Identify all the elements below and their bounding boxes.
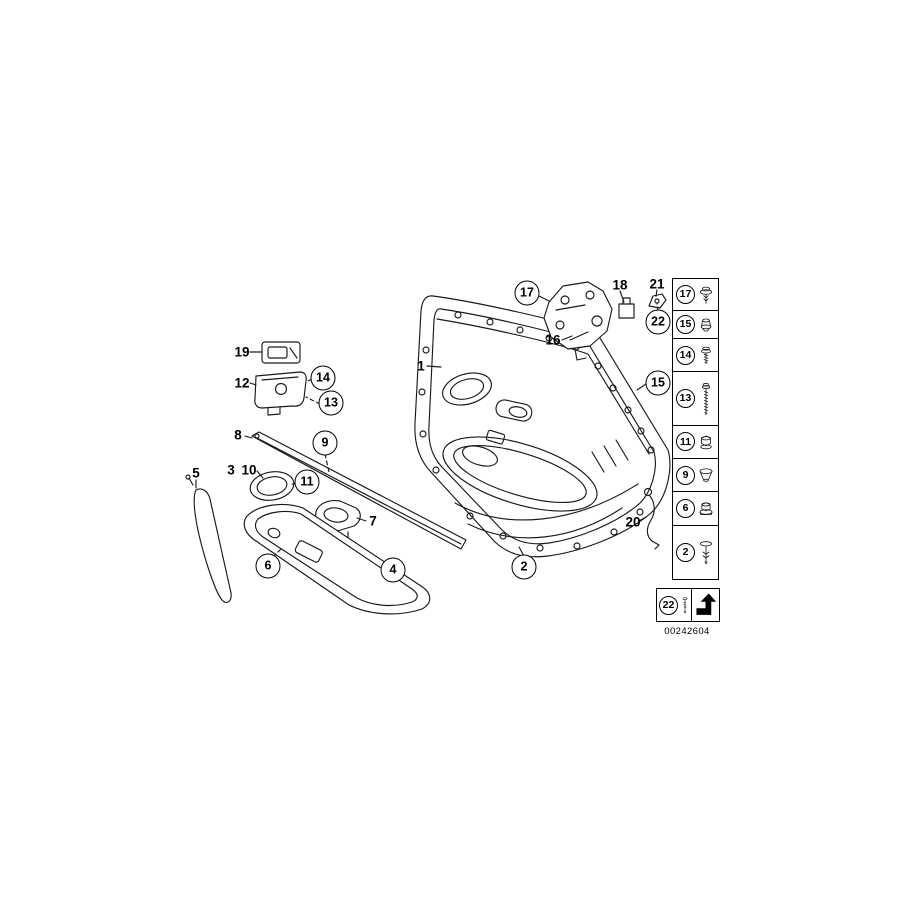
legend-number-13: 13 <box>676 389 695 409</box>
decor-strip <box>251 431 467 550</box>
legend-item-13: 13 <box>672 371 719 427</box>
expanding-rivet-icon <box>699 541 713 565</box>
legend-number-17: 17 <box>676 285 695 304</box>
callout-16: 16 <box>545 332 561 348</box>
callout-10: 10 <box>241 462 257 478</box>
legend-item-14: 14 <box>672 338 719 373</box>
legend-number-11: 11 <box>676 432 695 452</box>
callout-13: 13 <box>318 390 344 416</box>
callout-18: 18 <box>612 277 628 293</box>
grommet-icon <box>700 318 712 332</box>
legend-item-15: 15 <box>672 309 719 340</box>
callout-20: 20 <box>625 514 641 530</box>
callout-1: 1 <box>417 358 425 374</box>
legend-number-22: 22 <box>659 595 678 615</box>
callout-9: 9 <box>312 430 338 456</box>
callout-11: 11 <box>294 469 320 495</box>
legend-number-15: 15 <box>676 315 695 335</box>
diagram-id: 00242604 <box>664 626 710 637</box>
legend-item-2: 2 <box>672 524 719 580</box>
pin-screw-icon <box>682 597 688 614</box>
callout-14: 14 <box>310 365 336 391</box>
legend-number-9: 9 <box>676 465 695 485</box>
side-strip-5 <box>185 474 232 603</box>
callout-22: 22 <box>645 309 671 335</box>
callout-3: 3 <box>227 462 235 478</box>
armrest-4 <box>243 503 431 615</box>
fastener-legend: 17 15 14 13 <box>672 278 719 580</box>
callout-7: 7 <box>369 513 377 529</box>
collar-nut-icon <box>699 501 713 515</box>
callout-5: 5 <box>192 465 200 481</box>
handle-bracket-12 <box>254 371 307 416</box>
legend-item-11: 11 <box>672 424 719 459</box>
long-screw-icon <box>701 382 711 415</box>
legend-number-2: 2 <box>676 542 695 562</box>
nut-icon <box>700 435 712 450</box>
legend-item-6: 6 <box>672 491 719 527</box>
callout-6: 6 <box>255 553 281 579</box>
callout-12: 12 <box>234 375 250 391</box>
callout-21: 21 <box>649 276 665 292</box>
speaker-cover <box>249 471 295 501</box>
cable-clip-20 <box>643 487 660 550</box>
callout-15: 15 <box>645 370 671 396</box>
push-rivet-icon <box>699 286 713 304</box>
callout-19: 19 <box>234 344 250 360</box>
bracket-part-21 <box>648 293 667 309</box>
legend-item-22: 22 <box>656 588 692 622</box>
callout-17: 17 <box>514 280 540 306</box>
door-panel <box>414 295 671 558</box>
carrier-bracket <box>543 281 613 361</box>
legend-number-14: 14 <box>676 345 695 365</box>
callout-8: 8 <box>234 427 242 443</box>
switch-blank-19 <box>261 341 301 364</box>
legend-number-6: 6 <box>676 499 695 519</box>
legend-item-17: 17 <box>672 278 719 311</box>
callout-4: 4 <box>380 557 406 583</box>
continuation-box <box>691 588 720 622</box>
legend-item-9: 9 <box>672 457 719 493</box>
funnel-grommet-icon <box>699 468 713 482</box>
clip-part-18 <box>618 297 635 319</box>
diagram-continuation-arrow-icon <box>696 593 717 615</box>
screw-icon <box>701 347 711 365</box>
callout-2: 2 <box>511 554 537 580</box>
